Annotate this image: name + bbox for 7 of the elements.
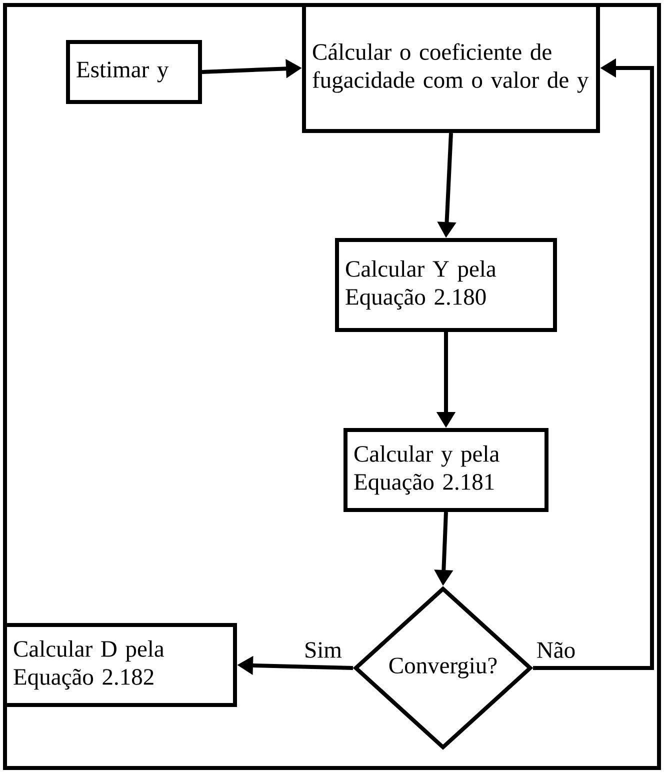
process-box: Cálcular o coeficiente de fugacidade com o valor de y bbox=[302, 3, 600, 133]
process-box: Estimar y bbox=[66, 40, 202, 104]
process-box: Calcular y pela Equação 2.181 bbox=[344, 428, 548, 512]
process-box: Calcular D pela Equação 2.182 bbox=[3, 623, 237, 707]
process-box: Calcular Y pela Equação 2.180 bbox=[335, 238, 557, 332]
edge-label: Sim bbox=[303, 641, 343, 659]
edge-label: Não bbox=[535, 640, 577, 660]
